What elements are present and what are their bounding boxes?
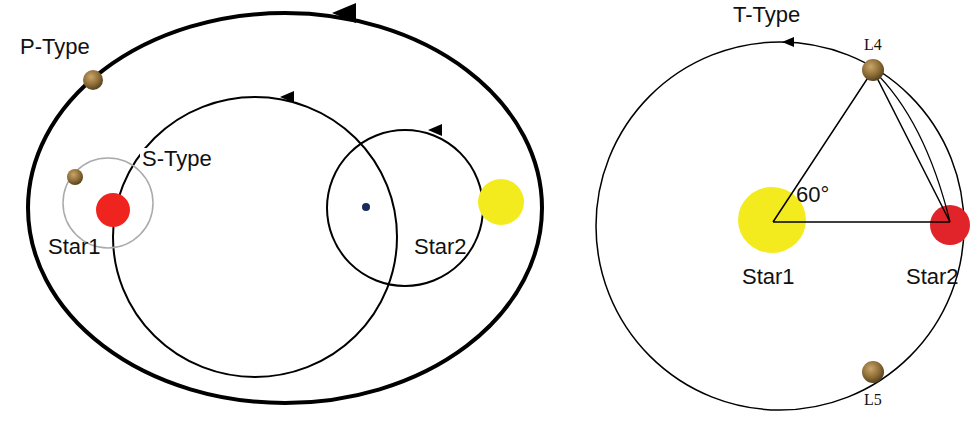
t-type-orbit — [596, 42, 964, 410]
orbit-arrowhead — [280, 91, 294, 103]
planet — [67, 169, 83, 185]
star-label: Star1 — [48, 236, 101, 258]
planet — [83, 70, 103, 90]
planet-orbit — [63, 158, 153, 248]
orbit-arrowhead — [332, 3, 356, 23]
lagrange-point-label: L4 — [864, 37, 882, 53]
planet — [862, 59, 884, 81]
angle-label: 60° — [796, 184, 829, 206]
star-red — [930, 205, 970, 245]
orbit-type-label: S-Type — [140, 148, 214, 170]
p-type-orbit — [28, 13, 542, 403]
orbit-type-label: T-Type — [731, 4, 802, 26]
orbit-arrowhead — [428, 124, 442, 136]
star-orbit — [327, 130, 483, 286]
s-type-orbit — [113, 97, 397, 377]
star-yellow — [738, 187, 806, 253]
orbit-type-label: P-Type — [20, 36, 90, 58]
triangle-lines — [773, 70, 950, 222]
star-label: Star2 — [414, 236, 467, 258]
star-label: Star1 — [742, 266, 795, 288]
orbit-arc — [873, 70, 950, 222]
barycenter-dot — [362, 203, 370, 211]
star-label: Star2 — [906, 266, 959, 288]
planet — [862, 361, 884, 383]
star-red — [96, 193, 130, 227]
lagrange-point-label: L5 — [864, 392, 882, 408]
star-yellow — [478, 179, 524, 225]
orbit-arrowhead — [782, 37, 794, 47]
